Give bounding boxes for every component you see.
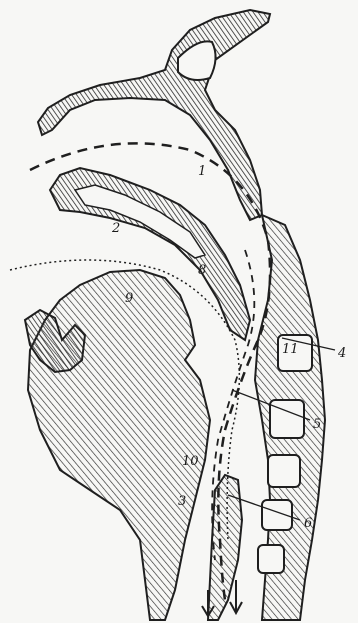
label-3: 3 [178, 494, 186, 509]
vertebra-3 [268, 455, 300, 487]
label-4: 4 [337, 346, 346, 361]
vertebra-2 [270, 400, 304, 438]
label-8: 8 [198, 263, 206, 278]
vertebra-5 [258, 545, 284, 573]
label-5: 5 [313, 417, 321, 432]
label-11: 11 [282, 342, 299, 357]
label-9: 9 [125, 291, 133, 306]
label-1: 1 [198, 164, 206, 179]
label-2: 2 [111, 221, 120, 236]
label-6: 6 [304, 516, 312, 531]
label-10: 10 [182, 454, 199, 469]
